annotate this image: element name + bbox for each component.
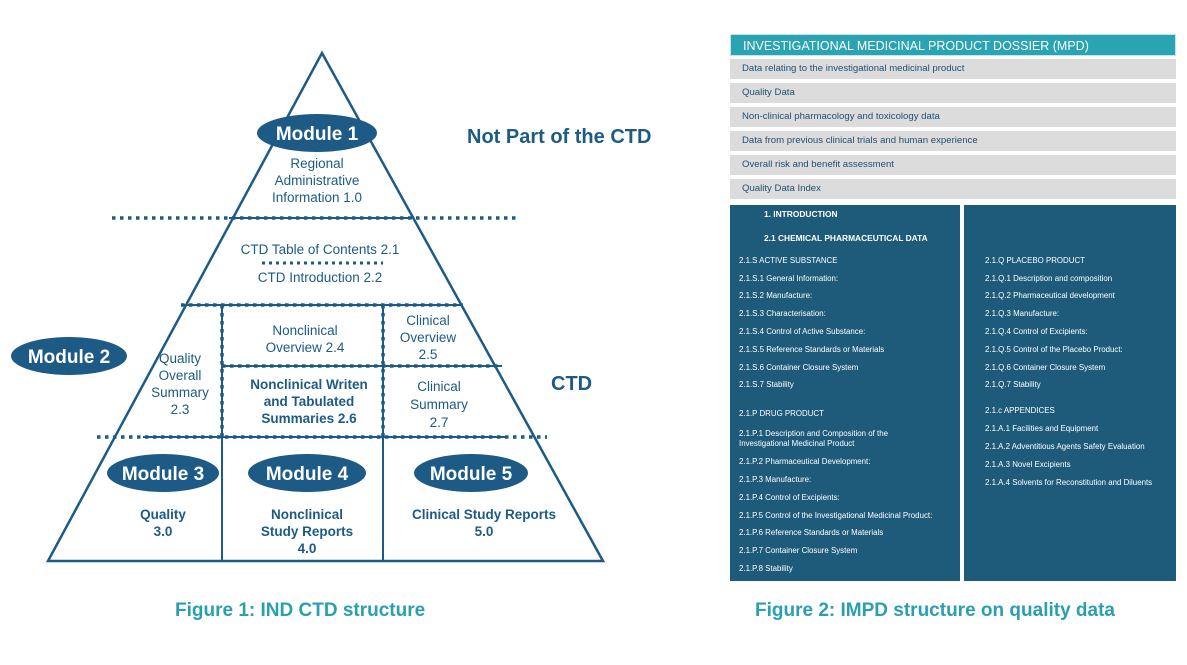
clinical-overview-line3: 2.5 (419, 347, 438, 362)
module4-oval (248, 454, 366, 492)
not-part-of-ctd-label: Not Part of the CTD (467, 126, 652, 148)
module3-line2: 3.0 (154, 524, 173, 539)
figure2-caption: Figure 2: IMPD structure on quality data (755, 600, 1115, 621)
module5-oval (414, 454, 528, 492)
active-item: 2.1.S.2 Manufacture: (739, 291, 813, 300)
placebo-item: 2.1.Q.4 Control of Excipients: (985, 327, 1088, 336)
active-item: 2.1.S.7 Stability (739, 380, 794, 389)
pyramid-outline (45, 50, 606, 563)
drug-item: 2.1.P.5 Control of the Investigational M… (739, 511, 933, 520)
module3-line1: Quality (140, 507, 186, 522)
drug-item: 2.1.P.3 Manufacture: (739, 475, 812, 484)
appendices-heading: 2.1.c APPENDICES (985, 406, 1055, 415)
impd-row: Quality Data Index (730, 179, 1176, 199)
placebo-item: 2.1.Q.7 Stability (985, 380, 1041, 389)
chemical-data-heading: 2.1 CHEMICAL PHARMACEUTICAL DATA (764, 233, 928, 243)
placebo-item: 2.1.Q.1 Description and composition (985, 274, 1113, 283)
module3-oval (107, 454, 219, 492)
qos-line2: Overall (159, 368, 202, 383)
placebo-item: 2.1.Q.6 Container Closure System (985, 363, 1106, 372)
clinical-overview-line2: Overview (400, 330, 457, 345)
nonclinical-summaries-line2: and Tabulated (264, 394, 355, 409)
drug-product-heading: 2.1.P DRUG PRODUCT (739, 409, 824, 418)
impd-row: Data from previous clinical trials and h… (730, 131, 1176, 151)
module4-line1: Nonclinical (271, 507, 343, 522)
module5-label: Module 5 (430, 464, 513, 485)
ctd-intro: CTD Introduction 2.2 (258, 270, 383, 285)
module1-line3: Information 1.0 (272, 190, 362, 205)
qos-line3: Summary (151, 385, 209, 400)
module1-line1: Regional (290, 156, 343, 171)
module2-label: Module 2 (28, 347, 110, 368)
ctd-pyramid-diagram: Module 1 Regional Administrative Informa… (11, 50, 606, 563)
nonclinical-overview-line1: Nonclinical (272, 323, 337, 338)
placebo-item: 2.1.Q.5 Control of the Placebo Product: (985, 345, 1123, 354)
impd-header: INVESTIGATIONAL MEDICINAL PRODUCT DOSSIE… (730, 34, 1176, 56)
appendix-item: 2.1.A.4 Solvents for Reconstitution and … (985, 478, 1153, 487)
placebo-item: 2.1.Q.2 Pharmaceutical development (985, 291, 1115, 300)
nonclinical-summaries-line1: Nonclinical Writen (250, 377, 368, 392)
drug-item: 2.1.P.1 Description and Composition of t… (739, 429, 888, 448)
qos-line4: 2.3 (171, 402, 190, 417)
active-item: 2.1.S.5 Reference Standards or Materials (739, 345, 885, 354)
appendix-item: 2.1.A.3 Novel Excipients (985, 460, 1071, 469)
module1-line2: Administrative (275, 173, 360, 188)
drug-item: 2.1.P.7 Container Closure System (739, 546, 858, 555)
impd-panels: 1. INTRODUCTION 2.1 CHEMICAL PHARMACEUTI… (730, 205, 1176, 581)
appendix-item: 2.1.A.1 Facilities and Equipment (985, 424, 1099, 433)
active-item: 2.1.S.6 Container Closure System (739, 363, 859, 372)
drug-item: 2.1.P.6 Reference Standards or Materials (739, 528, 884, 537)
module4-line2: Study Reports (261, 524, 353, 539)
ctd-label: CTD (551, 373, 593, 395)
module3-label: Module 3 (122, 464, 204, 485)
impd-row: Overall risk and benefit assessment (730, 155, 1176, 175)
introduction-heading: 1. INTRODUCTION (764, 209, 838, 219)
nonclinical-summaries-line3: Summaries 2.6 (261, 411, 357, 426)
drug-item: 2.1.P.2 Pharmaceutical Development: (739, 457, 871, 466)
module4-label: Module 4 (266, 464, 349, 485)
active-item: 2.1.S.3 Characterisation: (739, 309, 826, 318)
clinical-summary-line3: 2.7 (430, 415, 449, 430)
drug-item: 2.1.P.8 Stability (739, 564, 793, 573)
clinical-summary-line2: Summary (410, 397, 468, 412)
impd-right-panel: 2.1.Q PLACEBO PRODUCT 2.1.Q.1 Descriptio… (964, 205, 1176, 581)
module2-oval (11, 337, 127, 375)
active-item: 2.1.S.4 Control of Active Substance: (739, 327, 866, 336)
active-substance-heading: 2.1.S ACTIVE SUBSTANCE (739, 256, 838, 265)
placebo-heading: 2.1.Q PLACEBO PRODUCT (985, 256, 1085, 265)
impd-row: Non-clinical pharmacology and toxicology… (730, 107, 1176, 127)
module5-line2: 5.0 (475, 524, 494, 539)
impd-structure: INVESTIGATIONAL MEDICINAL PRODUCT DOSSIE… (730, 34, 1176, 581)
impd-row: Data relating to the investigational med… (730, 59, 1176, 79)
module1-label: Module 1 (276, 124, 359, 145)
appendix-item: 2.1.A.2 Adventitious Agents Safety Evalu… (985, 442, 1145, 451)
clinical-summary-line1: Clinical (417, 379, 461, 394)
module5-line1: Clinical Study Reports (412, 507, 556, 522)
figure1-caption: Figure 1: IND CTD structure (175, 600, 426, 621)
qos-line1: Quality (159, 351, 201, 366)
placebo-item: 2.1.Q.3 Manufacture: (985, 309, 1060, 318)
clinical-overview-line1: Clinical (406, 313, 450, 328)
drug-item: 2.1.P.4 Control of Excipients: (739, 493, 840, 502)
nonclinical-overview-line2: Overview 2.4 (266, 340, 345, 355)
active-item: 2.1.S.1 General Information: (739, 274, 839, 283)
impd-row: Quality Data (730, 83, 1176, 103)
module4-line3: 4.0 (298, 541, 317, 556)
impd-left-panel: 1. INTRODUCTION 2.1 CHEMICAL PHARMACEUTI… (730, 205, 960, 581)
module1-oval (257, 114, 377, 152)
ctd-toc: CTD Table of Contents 2.1 (241, 242, 400, 257)
